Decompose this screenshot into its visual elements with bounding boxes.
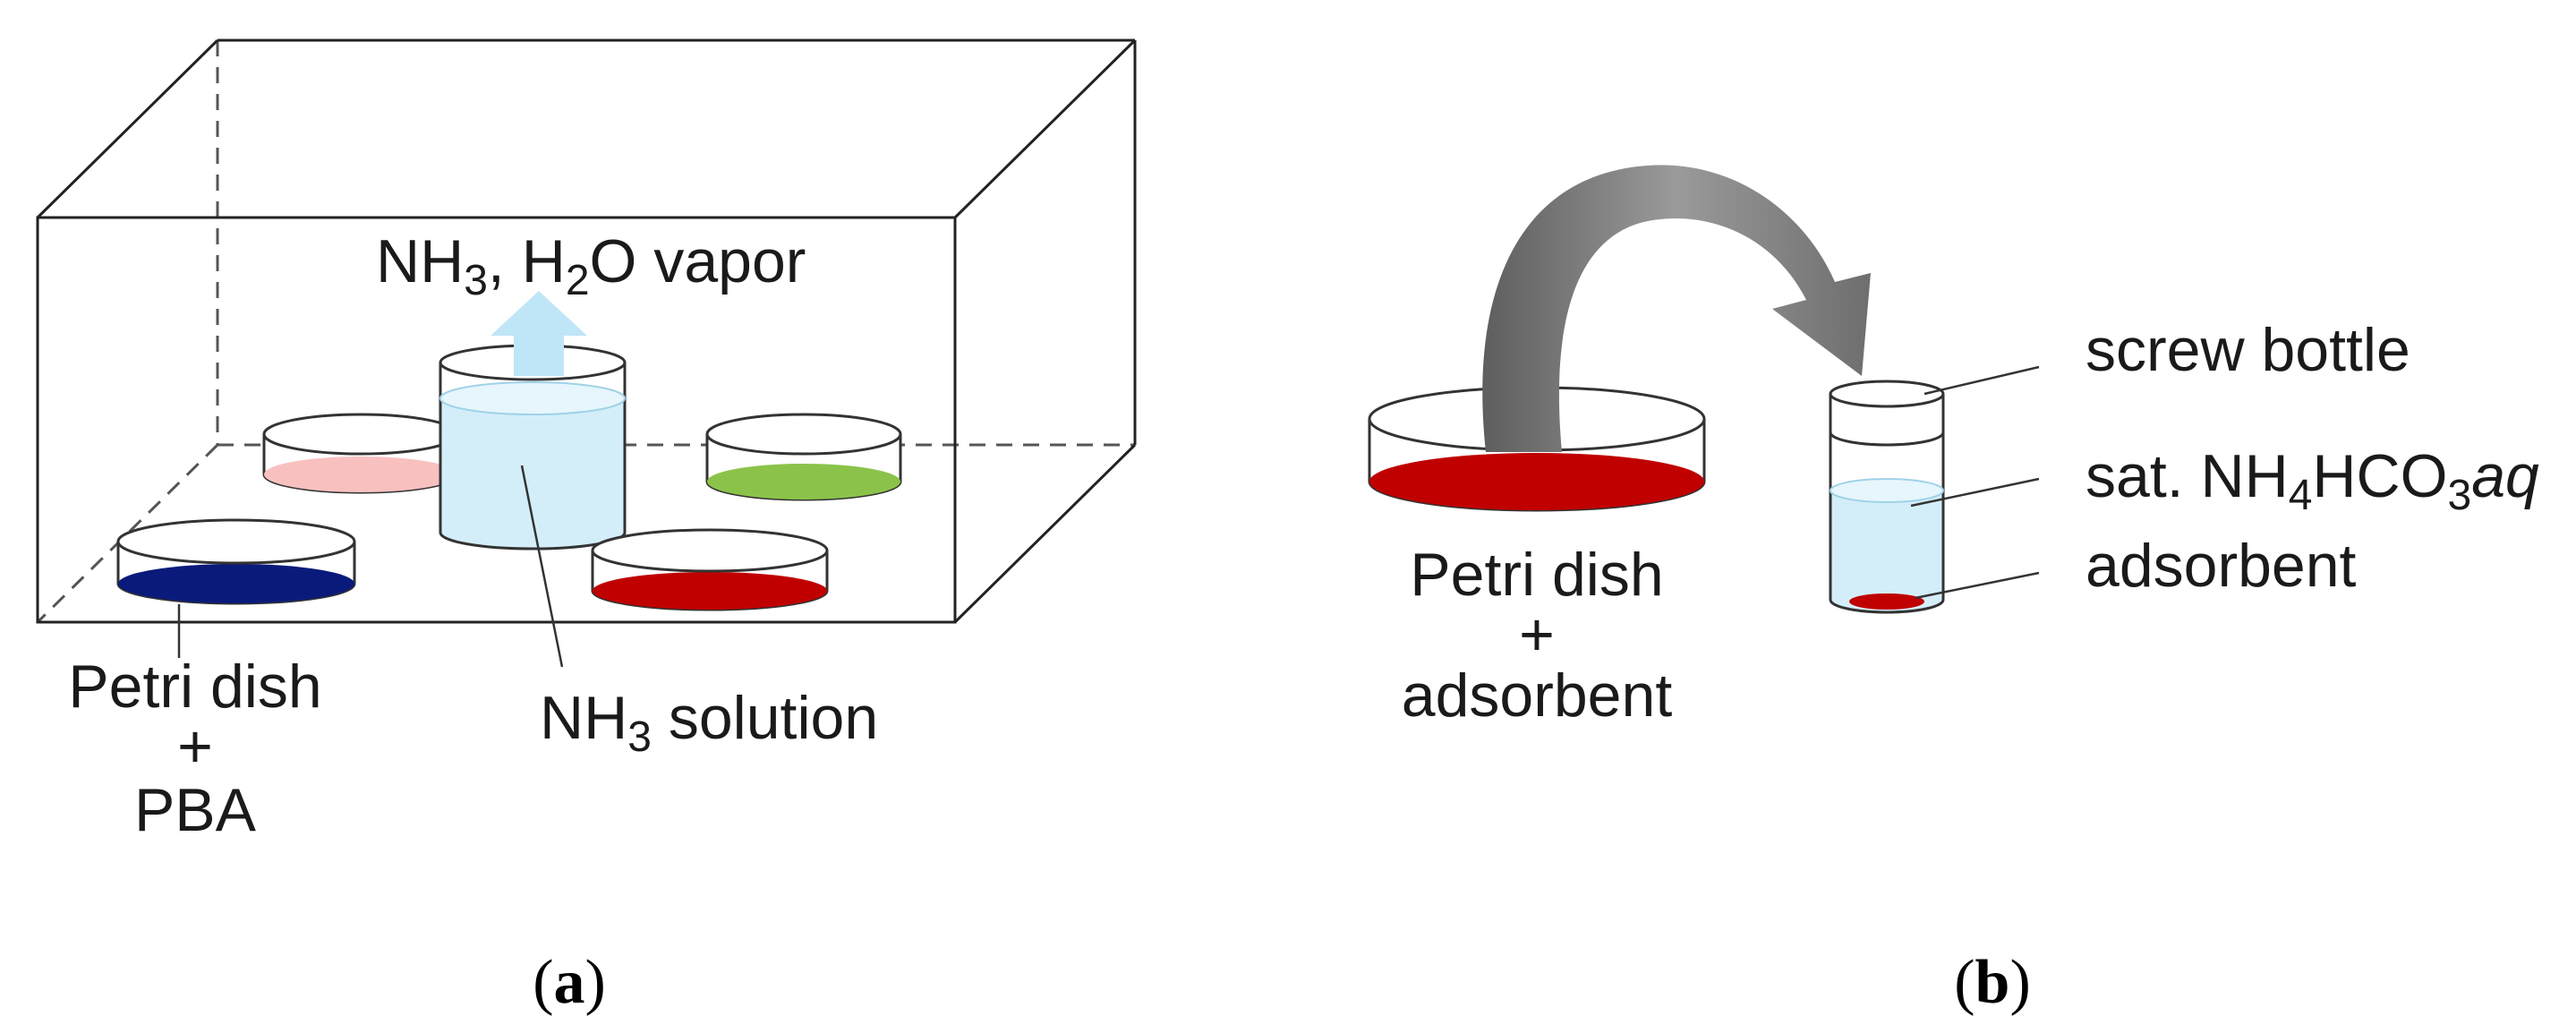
dish-rim <box>591 528 829 573</box>
dish-content <box>707 464 900 499</box>
bottle-neck <box>1829 431 1945 447</box>
dish-rim <box>116 518 356 565</box>
nh3-solution-label: NH3 solution <box>540 684 878 761</box>
dish-adsorbent <box>1368 386 1706 512</box>
dish-red <box>591 528 829 611</box>
dish-content <box>593 572 827 610</box>
box-edge <box>953 38 1137 219</box>
box-front-face <box>36 216 957 624</box>
vapor-label: NH3, H2O vapor <box>376 227 806 304</box>
beaker-liquid-surface <box>439 381 626 415</box>
screw-bottle-label: screw bottle <box>2086 316 2410 384</box>
adsorbent-sediment <box>1849 593 1924 610</box>
dish-green <box>705 413 902 501</box>
vapor-arrow <box>490 291 587 376</box>
dish-rim <box>705 413 902 456</box>
petri-dish-adsorbent-label-line1: Petri dish <box>1410 541 1663 609</box>
beaker-liquid <box>440 398 625 533</box>
petri-dish-adsorbent-label-line2: + <box>1519 601 1555 669</box>
leader-line <box>1923 365 2040 396</box>
bottle-liquid <box>1830 491 1943 600</box>
dish-content <box>118 564 354 603</box>
leader-line <box>520 465 564 668</box>
dish-rim <box>262 413 459 456</box>
bottle-liquid-surface <box>1830 478 1944 503</box>
screw-bottle <box>1829 380 1945 614</box>
leader-line <box>1910 477 2040 508</box>
leader-line <box>1915 571 2040 600</box>
dish-pink <box>262 413 459 494</box>
bottle-cap <box>1829 380 1945 408</box>
dish-content <box>264 457 457 492</box>
nh3-solution-beaker <box>439 344 627 551</box>
glass-box <box>36 38 1137 624</box>
saturated-solution-label: sat. NH4HCO3aq <box>2086 442 2539 519</box>
box-edge <box>36 38 219 219</box>
caption-a: (a) <box>533 948 606 1017</box>
box-edge <box>953 443 1137 624</box>
panel-b: screw bottle sat. NH4HCO3aq adsorbent Pe… <box>1368 165 2539 1017</box>
adsorbent-label: adsorbent <box>2086 532 2357 600</box>
transfer-arrow <box>1482 165 1871 453</box>
petri-dish-pba-label-line1: Petri dish <box>68 653 321 721</box>
dish-navy <box>116 518 356 605</box>
petri-dish-pba-label-line2: + <box>177 713 213 781</box>
petri-dish-adsorbent-label-line3: adsorbent <box>1402 662 1673 730</box>
petri-dish-pba-label-line3: PBA <box>134 776 257 844</box>
dish-content <box>1369 453 1704 510</box>
box-hidden-edge <box>36 443 219 624</box>
caption-b: (b) <box>1954 948 2031 1017</box>
panel-a: NH3, H2O vapor NH3 solution Petri dish +… <box>36 38 1137 1017</box>
